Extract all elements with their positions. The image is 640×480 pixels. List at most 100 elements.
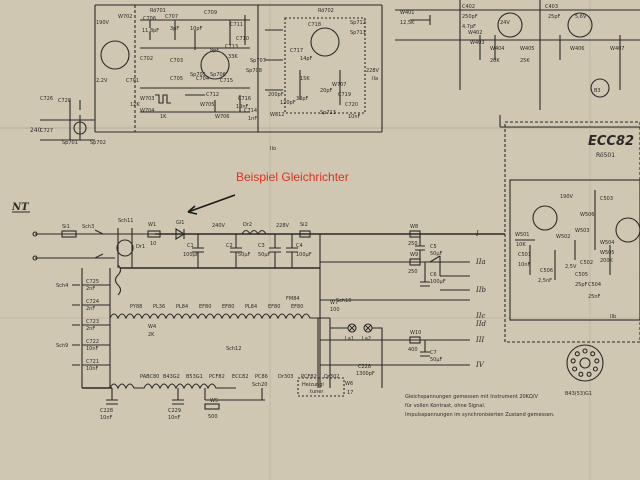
top-block-label: C714 xyxy=(244,108,257,114)
heater-w5: W5 xyxy=(210,398,218,404)
heater-c229: C229 xyxy=(168,408,181,414)
label-c2: C2 xyxy=(226,243,233,249)
output-resistor-value: 250 xyxy=(408,269,418,275)
heater-tube-row1: EF80 xyxy=(268,304,280,310)
heater-tube-row2: B53G1 xyxy=(186,374,203,380)
top-block-label: Sp701 xyxy=(62,140,78,146)
top-right-value: 4,7pF xyxy=(462,24,476,30)
top-block-label: C719 xyxy=(338,92,351,98)
tube-block-label: W505 xyxy=(600,250,615,256)
top-block-label: W812 xyxy=(270,112,285,118)
output-cap: C6 xyxy=(430,272,437,278)
tube-block-label: W506 xyxy=(580,212,595,218)
label-gl1: Gl1 xyxy=(176,220,184,226)
top-block-label: C705 xyxy=(170,76,183,82)
heater-tube-row2: ECC82 xyxy=(232,374,249,380)
top-right-value: 24V xyxy=(500,20,510,26)
tube-ecc82-a xyxy=(532,205,558,231)
top-right-label: B3 xyxy=(594,88,601,94)
tube-block-value: 10nF xyxy=(518,262,531,268)
heater-heizung: Heizungl xyxy=(302,382,324,388)
top-right-value: 250pF xyxy=(462,14,478,20)
top-block-value: 2,2V xyxy=(96,78,108,84)
output-resistor-value: 400 xyxy=(408,347,418,353)
left-cap-value: 2nF xyxy=(86,286,95,292)
top-block-label: W705 xyxy=(200,102,215,108)
resistor-w5 xyxy=(204,403,220,410)
socket-pin xyxy=(582,348,588,354)
top-block-label: W707 xyxy=(332,82,347,88)
heater-tube-row2: PCF82 xyxy=(209,374,225,380)
top-block-label: Sp705 xyxy=(190,72,206,78)
top-block-label: C704 xyxy=(196,76,209,82)
top-block-label: W704 xyxy=(140,108,155,114)
heater-sch12: Sch12 xyxy=(226,346,241,352)
heater-tube-row2: Dr302 xyxy=(324,374,339,380)
fuse-si2 xyxy=(299,230,311,238)
top-right-label: W401 xyxy=(400,10,415,16)
socket-pin xyxy=(574,351,580,357)
top-right-label: C403 xyxy=(545,4,558,10)
tube-rö701b xyxy=(200,50,230,80)
diode-gl1 xyxy=(175,228,186,240)
label-c4: C4 xyxy=(296,243,303,249)
tube-block-ref: Rö501 xyxy=(596,152,615,159)
label-c2-val: 50µF xyxy=(238,252,251,258)
top-right-label: W403 xyxy=(470,40,485,46)
heater-tube-row1: EF80 xyxy=(291,304,303,310)
top-right-value: 20K xyxy=(490,58,500,64)
top-block-label: Sp711 xyxy=(350,30,366,36)
socket-pin xyxy=(578,371,584,377)
tube-block-label: W504 xyxy=(600,240,615,246)
tube-rö701a xyxy=(100,40,130,70)
top-block-value: 15K xyxy=(300,76,310,82)
top-block-label: C701 xyxy=(126,78,139,84)
heater-tube-row2: B43G2 xyxy=(163,374,180,380)
top-block-label: Sp707 xyxy=(250,58,266,64)
heater-tube-row2: PCF82 xyxy=(301,374,317,380)
top-block-label: W702 xyxy=(118,14,133,20)
left-cap-name: C722 xyxy=(86,339,99,345)
tube-socket: B43(53)G1 xyxy=(565,344,604,397)
top-block-label: C710 xyxy=(236,36,249,42)
top-block-value: 190V xyxy=(96,20,110,26)
note-line: für vollen Kontrast, ohne Signal. xyxy=(405,403,486,409)
label-240v: 240V xyxy=(212,223,226,229)
top-block-value: 228V xyxy=(366,68,380,74)
heater-fm: FM84 xyxy=(286,296,300,302)
top-block-value: IIa xyxy=(372,76,378,82)
top-block-value: 10pF xyxy=(190,26,203,32)
heater-la1: La1 xyxy=(345,336,354,342)
socket-pin xyxy=(594,358,600,364)
output-cap-value: 50µF xyxy=(430,357,443,363)
top-block-value: 12K xyxy=(130,102,140,108)
tube-block-value: 2,5nF xyxy=(538,278,552,284)
output-cap-value: 50µF xyxy=(430,251,443,257)
tube-block-label: W502 xyxy=(556,234,571,240)
heater-tube-row2: Dr303 xyxy=(278,374,293,380)
label-sch3: Sch3 xyxy=(82,224,94,230)
label-si2: Si2 xyxy=(300,222,308,228)
heater-tuner: tuner xyxy=(310,389,324,395)
note-line: Gleichspannungen gemessen mit Instrument… xyxy=(405,394,538,400)
top-block-label: Sp702 xyxy=(90,140,106,146)
top-block-label: Sp713 xyxy=(320,110,336,116)
heater-w6_val: 17 xyxy=(347,390,353,396)
heater-w7_val: 100 xyxy=(330,307,340,313)
tube-rö402 xyxy=(567,12,593,38)
top-block-label: C727 xyxy=(40,128,53,134)
note-line: Impulsspannungen im synchronisierten Zus… xyxy=(405,412,555,418)
top-right-label: W406 xyxy=(570,46,585,52)
left-cap-name: C724 xyxy=(86,299,99,305)
socket-label: B43(53)G1 xyxy=(565,391,592,397)
top-left-labels: Rö701 Rö702 240 xyxy=(30,8,334,134)
tube-ecc82-b xyxy=(615,217,640,243)
socket-pin xyxy=(570,358,576,364)
label-w1: W1 xyxy=(148,222,156,228)
label-w1-val: 10 xyxy=(150,241,156,247)
